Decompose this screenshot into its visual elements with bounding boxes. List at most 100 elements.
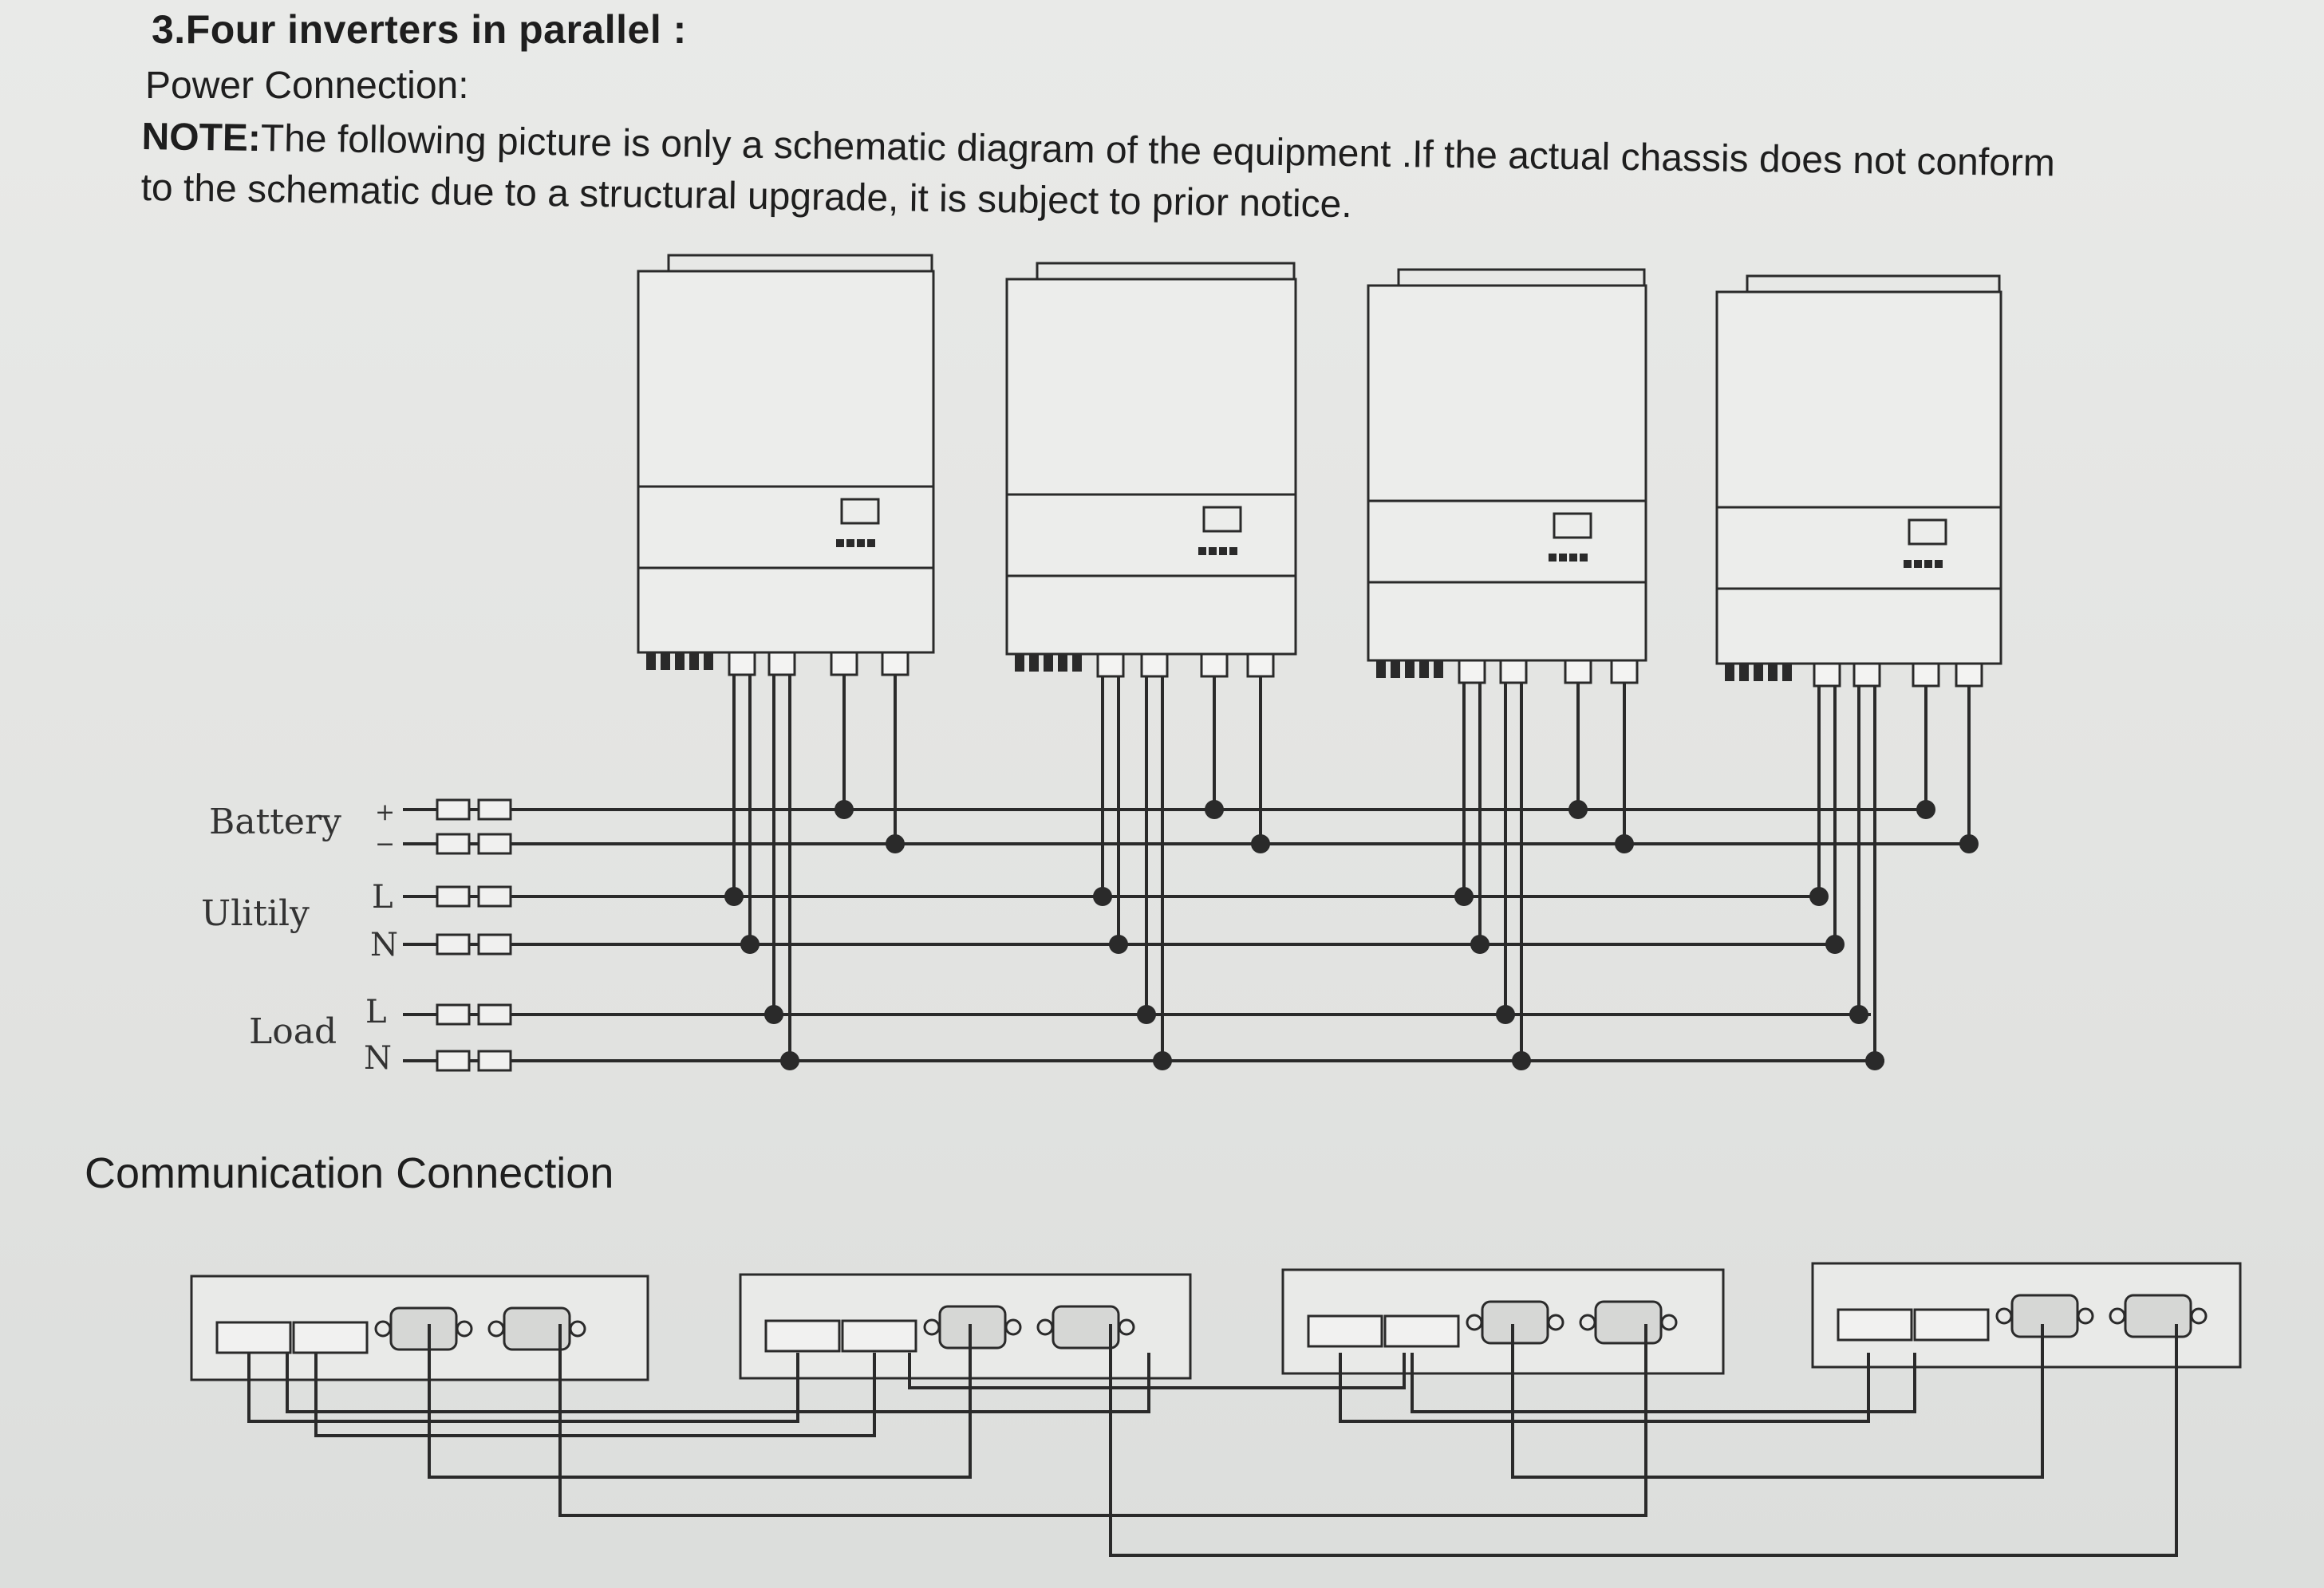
db9-screw (2190, 1307, 2208, 1325)
db9-screw (374, 1320, 392, 1338)
port-connector (1029, 654, 1039, 672)
comm-panel-3 (1281, 1268, 1725, 1375)
indicator-led (1219, 547, 1227, 555)
comm-cable-10 (908, 1353, 1406, 1389)
junction-dot (1809, 887, 1829, 906)
port-connector (1072, 654, 1082, 672)
terminal-post (1140, 652, 1169, 678)
port-connector (675, 652, 685, 670)
bus-line-1 (403, 798, 1931, 821)
inverter-1 (637, 254, 935, 676)
display-screen (1202, 506, 1242, 533)
port-connector (1768, 664, 1778, 681)
comm-port (1307, 1314, 1383, 1348)
port-connector (1434, 660, 1443, 678)
indicator-led (1924, 560, 1932, 568)
bus-line-6 (403, 1050, 1884, 1072)
junction-dot (1109, 935, 1128, 954)
inverter-4 (1715, 274, 2002, 688)
comm-panel-1 (190, 1275, 649, 1381)
breaker-symbol (436, 885, 471, 908)
terminal-post (1499, 659, 1528, 684)
junction-dot (1251, 834, 1270, 853)
terminal-post (1200, 652, 1229, 678)
comm-cable-8 (1511, 1324, 2044, 1479)
db9-screw (1660, 1314, 1678, 1331)
indicator-led (857, 539, 865, 547)
indicator-led (1569, 554, 1577, 562)
terminal-post (1246, 652, 1275, 678)
comm-cable-1 (247, 1353, 799, 1423)
indicator-led (1904, 560, 1912, 568)
comm-cable-9 (1109, 1324, 2178, 1557)
port-connector (1725, 664, 1734, 681)
communication-diagram (190, 1262, 2242, 1557)
db9-connector (1052, 1305, 1120, 1350)
db9-screw (1004, 1318, 1022, 1336)
port-connector (1739, 664, 1749, 681)
port-connector (1058, 654, 1067, 672)
indicator-led (1209, 547, 1217, 555)
terminal-post (728, 651, 756, 676)
load-l-label: L (365, 994, 387, 1030)
db9-screw (487, 1320, 505, 1338)
comm-port (292, 1321, 369, 1354)
junction-dot (1849, 1005, 1868, 1024)
db9-connector (1481, 1300, 1549, 1345)
db9-screw (1579, 1314, 1596, 1331)
utility-l-label: L (372, 879, 393, 916)
port-connector (1044, 654, 1053, 672)
comm-cable-7 (1411, 1353, 1916, 1413)
port-connector (1419, 660, 1429, 678)
junction-dot (1959, 834, 1979, 853)
db9-connector (938, 1305, 1007, 1350)
junction-dot (1470, 935, 1489, 954)
port-connector (1391, 660, 1400, 678)
comm-cable-2 (286, 1353, 1150, 1413)
junction-dot (1865, 1051, 1884, 1070)
comm-panel-2 (739, 1273, 1192, 1380)
port-connector (1782, 664, 1792, 681)
breaker-symbol (436, 798, 471, 821)
breaker-symbol (436, 933, 471, 956)
junction-dot (1568, 800, 1588, 819)
section-heading: 3.Four inverters in parallel : (152, 7, 687, 52)
inverter-3 (1367, 268, 1647, 684)
junction-dot (1454, 887, 1474, 906)
junction-dot (740, 935, 760, 954)
port-connector (646, 652, 656, 670)
junction-dot (1512, 1051, 1531, 1070)
terminal-post (1852, 662, 1881, 688)
junction-dot (1916, 800, 1935, 819)
power-connection-title: Power Connection: (145, 65, 469, 107)
junction-dot (1825, 935, 1845, 954)
terminal-post (830, 651, 858, 676)
inverter-body (1367, 284, 1647, 662)
indicator-led (1935, 560, 1943, 568)
terminal-post (767, 651, 796, 676)
db9-screw (569, 1320, 586, 1338)
comm-port (841, 1319, 917, 1353)
battery-plus-label: + (375, 798, 395, 826)
indicator-led (846, 539, 854, 547)
db9-screw (923, 1318, 941, 1336)
terminal-post (1912, 662, 1940, 688)
bus-line-2 (403, 833, 1975, 855)
port-connector (661, 652, 670, 670)
comm-port (764, 1319, 841, 1353)
terminal-post (881, 651, 909, 676)
junction-dot (886, 834, 905, 853)
junction-dot (835, 800, 854, 819)
db9-screw (1995, 1307, 2013, 1325)
display-screen (840, 498, 880, 525)
indicator-led (1549, 554, 1557, 562)
battery-minus-label: − (375, 830, 395, 858)
db9-screw (1118, 1318, 1135, 1336)
breaker-symbol (477, 1003, 512, 1026)
terminal-post (1813, 662, 1841, 688)
terminal-post (1564, 659, 1592, 684)
port-connector (1015, 654, 1024, 672)
db9-screw (2109, 1307, 2126, 1325)
